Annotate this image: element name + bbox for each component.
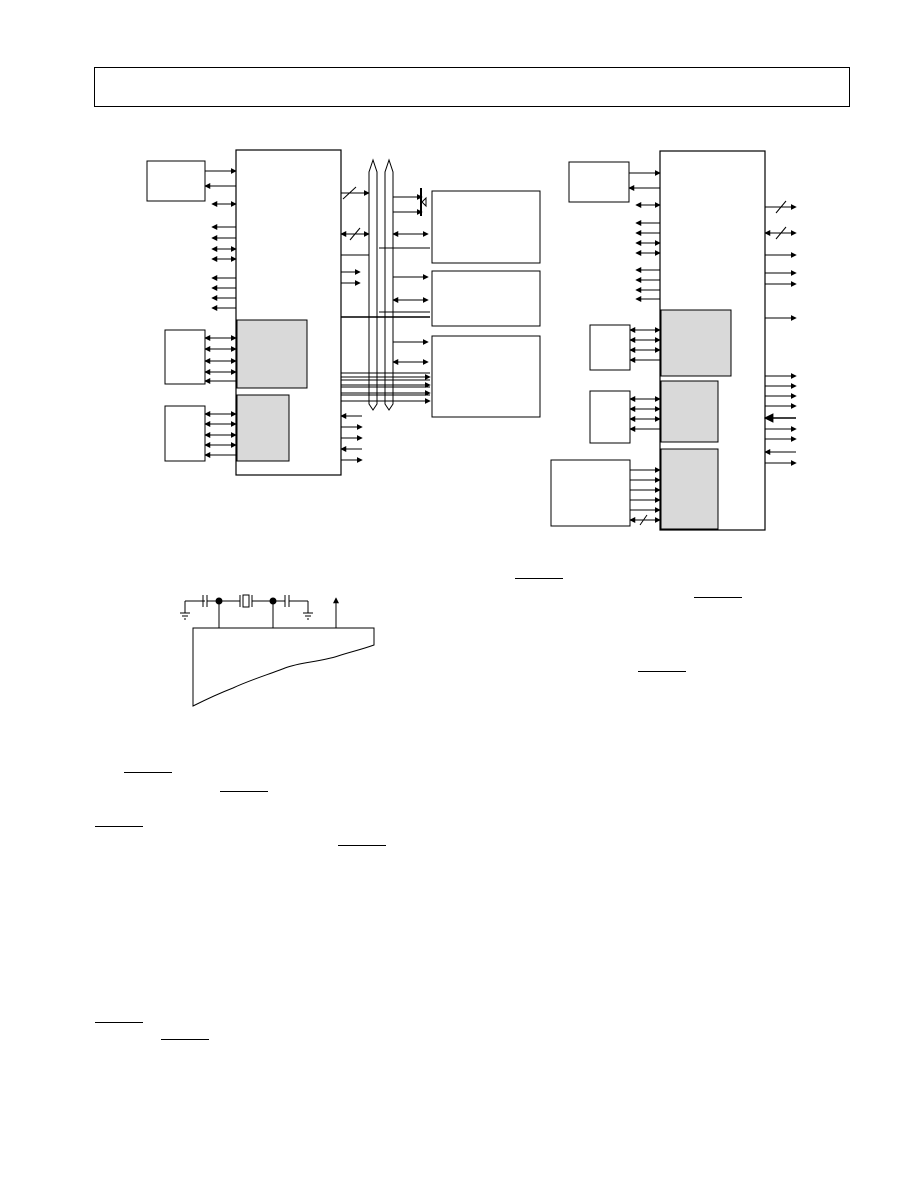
overline-mark: [694, 597, 742, 598]
overline-mark: [638, 671, 686, 672]
overline-mark: [161, 1039, 209, 1040]
left-address-data-bus: [368, 158, 394, 411]
overline-mark: [515, 578, 563, 579]
right-shaded-block-3: [660, 448, 719, 530]
left-memory-block-1: [431, 190, 541, 264]
right-mid-peripheral-block: [589, 324, 631, 371]
right-shaded-block-1: [660, 309, 732, 377]
overline-mark: [95, 826, 143, 827]
left-control-lines: [211, 224, 237, 311]
left-shaded-block-1: [236, 319, 308, 389]
page-header-box: [94, 67, 850, 107]
right-host-block: [550, 459, 631, 527]
overline-mark: [220, 791, 268, 792]
right-low-peripheral-block: [589, 390, 631, 444]
crystal-oscillator-diagram: [180, 594, 375, 707]
overline-mark: [95, 1022, 143, 1023]
left-mid-peripheral-block: [164, 329, 206, 385]
overline-mark: [124, 772, 172, 773]
left-top-peripheral-block: [146, 160, 206, 202]
left-memory-block-3: [431, 335, 541, 418]
right-system-diagram: [550, 150, 797, 531]
right-top-peripheral-block: [568, 161, 630, 203]
left-shaded-block-2: [236, 394, 290, 462]
overline-mark: [338, 845, 386, 846]
left-low-peripheral-block: [164, 405, 206, 462]
left-memory-block-2: [431, 270, 541, 327]
right-shaded-block-2: [660, 380, 719, 443]
left-system-diagram: [146, 149, 541, 476]
